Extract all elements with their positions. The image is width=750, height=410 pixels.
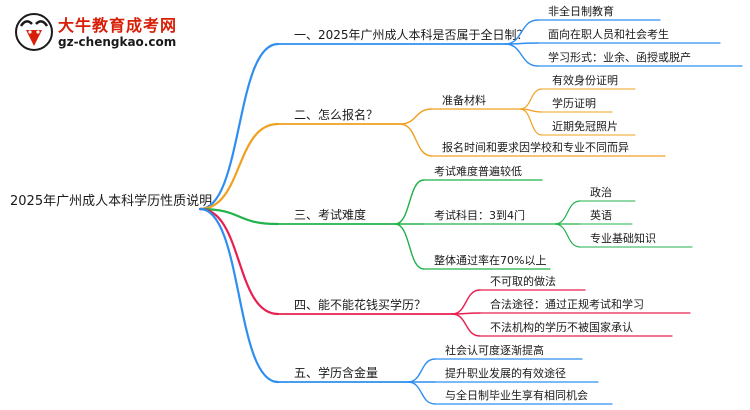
branch-5-label: 五、学历含金量 [294,365,378,380]
grandchild-2-1-2-label: 学历证明 [552,96,596,110]
grandchild-2-1-3-label: 近期免冠照片 [552,119,618,133]
child-1-2-label: 面向在职人员和社会考生 [548,27,669,41]
branch-connector [198,122,280,211]
branch-3-label: 三、考试难度 [294,207,366,222]
grandchild-connector [554,223,581,248]
child-connector [407,381,436,405]
child-4-2-label: 合法途径：通过正规考试和学习 [490,297,644,311]
child-connector [394,179,425,225]
child-connector [451,289,481,315]
branch-4-label: 四、能不能花钱买学历？ [294,297,426,312]
child-3-2-label: 考试科目：3到4门 [434,208,525,222]
child-5-1-label: 社会认可度逐渐提高 [445,343,544,357]
child-connector [451,313,481,337]
root-node-label: 2025年广州成人本科学历性质说明 [10,193,212,209]
child-connector [407,358,436,383]
branch-connector [198,207,280,226]
grandchild-3-2-1-label: 政治 [590,185,612,199]
grandchild-3-2-3-label: 专业基础知识 [590,231,656,245]
grandchild-3-2-2-label: 英语 [590,208,612,222]
child-connector [399,123,433,157]
bull-logo-icon [15,13,53,51]
child-3-1-label: 考试难度普遍较低 [434,164,522,178]
logo-name: 大牛教育成考网 [58,16,178,35]
child-connector [504,43,539,67]
branch-connector [198,42,280,211]
child-5-3-label: 与全日制毕业生享有相同机会 [445,388,588,402]
branch-connector [198,207,280,316]
child-connector [399,108,433,125]
child-2-1-label: 准备材料 [442,93,486,107]
grandchild-connector [519,88,543,110]
child-1-1-label: 非全日制教育 [548,4,614,18]
grandchild-connector [554,200,581,225]
grandchild-connector [519,108,543,136]
site-logo[interactable]: 大牛教育成考网 gz-chengkao.com [6,10,196,56]
grandchild-2-1-1-label: 有效身份证明 [552,73,618,87]
branch-2-label: 二、怎么报名？ [294,107,378,122]
logo-url: gz-chengkao.com [58,35,177,49]
branch-connector [198,207,280,384]
child-1-3-label: 学习形式：业余、函授或脱产 [548,50,691,64]
child-4-1-label: 不可取的做法 [490,274,556,288]
child-4-3-label: 不法机构的学历不被国家承认 [490,320,633,334]
child-3-3-label: 整体通过率在70%以上 [434,253,546,267]
branch-1-label: 一、2025年广州成人本科是否属于全日制？ [294,27,529,42]
child-2-2-label: 报名时间和要求因学校和专业不同而异 [442,140,629,154]
child-5-2-label: 提升职业发展的有效途径 [445,366,566,380]
child-connector [394,223,425,270]
